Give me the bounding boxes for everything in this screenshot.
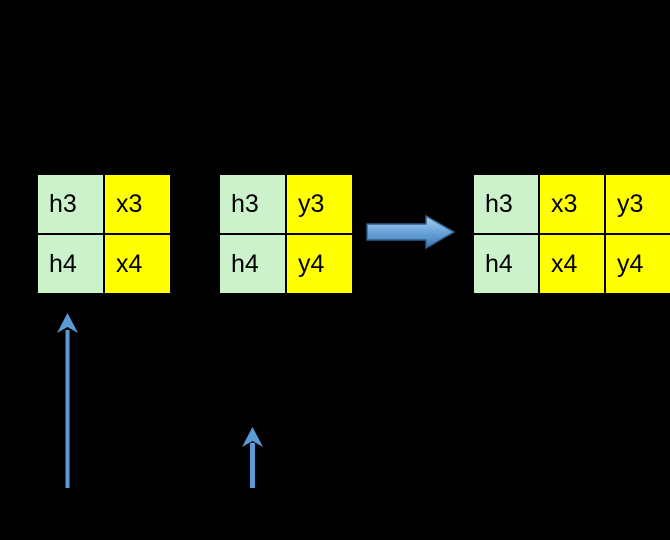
matrix-row: h4 x4 y4 [473,234,670,294]
cell-h4: h4 [473,234,539,294]
cell-h4: h4 [37,234,104,294]
cell-y3: y3 [286,174,353,234]
matrix-h-x: h3 x3 h4 x4 [35,172,173,296]
cell-h4: h4 [219,234,286,294]
cell-x4: x4 [539,234,605,294]
cell-x3: x3 [539,174,605,234]
arrow-up-tall [50,310,86,490]
matrix-row: h3 y3 [219,174,353,234]
matrix-row: h4 x4 [37,234,171,294]
matrix-row: h4 y4 [219,234,353,294]
cell-h3: h3 [37,174,104,234]
matrix-row: h3 x3 [37,174,171,234]
cell-y3: y3 [605,174,670,234]
matrix-h-x-y: h3 x3 y3 h4 x4 y4 [471,172,670,296]
cell-y4: y4 [605,234,670,294]
matrix-h-y: h3 y3 h4 y4 [217,172,355,296]
arrow-concat-right [366,214,456,250]
cell-y4: y4 [286,234,353,294]
cell-x3: x3 [104,174,171,234]
cell-h3: h3 [473,174,539,234]
cell-h3: h3 [219,174,286,234]
matrix-row: h3 x3 y3 [473,174,670,234]
cell-x4: x4 [104,234,171,294]
arrow-up-short [235,425,271,490]
